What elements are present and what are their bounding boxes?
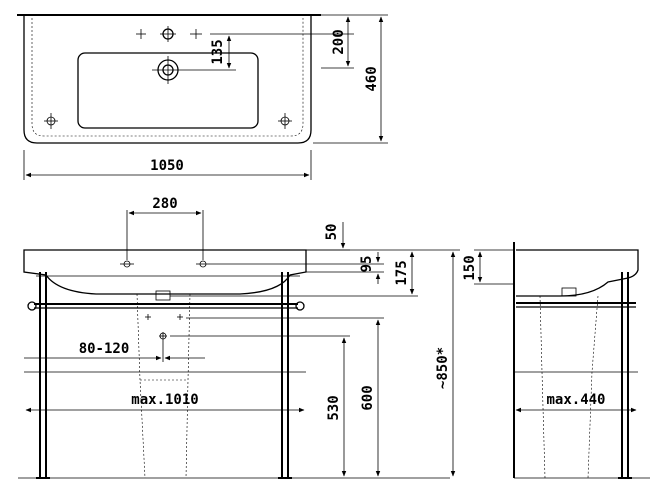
drain-icon — [152, 56, 184, 84]
drain-fitting — [155, 290, 171, 301]
frame-height-dimension-label: 530 — [326, 395, 342, 420]
overflow-dimension-label: 95 — [359, 256, 375, 273]
width-dimension-label: 1050 — [150, 158, 184, 174]
tap-offset-dimension-label: 200 — [331, 29, 347, 54]
frame-depth-dimension-label: max.440 — [546, 392, 605, 408]
total-height-dimension-label: ~850* — [435, 347, 451, 389]
top-view: 1050 460 200 135 — [17, 14, 388, 180]
tap-hole-markers — [120, 260, 210, 268]
depth-dimension-label: 460 — [364, 66, 380, 91]
siphon-right-dashed — [185, 293, 191, 479]
drain-offset-dimension-label: 135 — [210, 39, 226, 64]
drain-fitting-side — [561, 287, 577, 297]
tap-holes — [136, 26, 202, 42]
fixing-hole-left — [44, 113, 58, 129]
basin-inner-dashed — [31, 18, 304, 137]
towel-rail — [27, 301, 305, 311]
basin-outline — [23, 16, 312, 144]
tap-spacing-dimension-label: 280 — [152, 196, 177, 212]
drain-height-dimension-label: 175 — [394, 260, 410, 285]
basin-front-outline — [23, 249, 307, 295]
front-view: 280 50 95 175 80-120 max.1010 530 600 — [18, 196, 460, 479]
fixing-dimension-label: 80-120 — [79, 341, 130, 357]
frame-width-dimension-label: max.1010 — [131, 392, 198, 408]
basin-side-outline — [516, 249, 639, 297]
frame-legs — [36, 272, 292, 479]
bowl-outline — [77, 52, 259, 129]
fixing-hole-right — [278, 113, 292, 129]
siphon-left-dashed — [136, 293, 146, 479]
rim-dimension-label: 50 — [324, 224, 340, 241]
side-view: 150 max.440 — [462, 242, 650, 479]
basin-height-dimension-label: 150 — [462, 255, 478, 280]
bowl-height-dimension-label: 600 — [360, 385, 376, 410]
wall-fixing-markers — [145, 314, 183, 340]
